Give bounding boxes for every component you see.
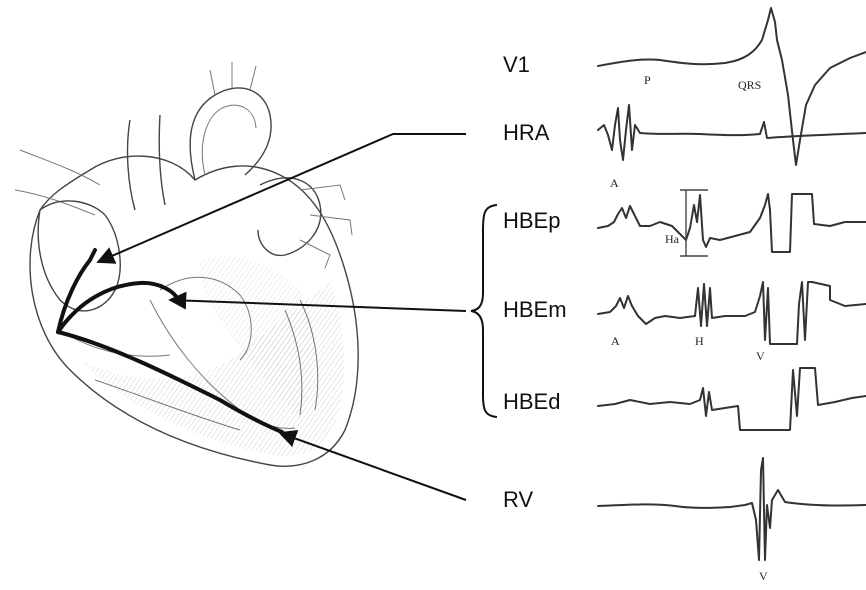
wave-label-v-rv: V xyxy=(759,569,768,583)
trace-hbem xyxy=(598,282,866,344)
hra-catheter xyxy=(58,250,95,332)
wave-label-qrs: QRS xyxy=(738,78,761,92)
his-catheter xyxy=(58,283,178,332)
heart-illustration xyxy=(15,62,358,466)
wave-label-v-hbem: V xyxy=(756,349,765,363)
trace-rv xyxy=(598,458,866,560)
wave-label-p: P xyxy=(644,73,651,87)
lead-label-hra: HRA xyxy=(503,120,550,145)
wave-label-a-hbem: A xyxy=(611,334,620,348)
lead-label-hbem: HBEm xyxy=(503,297,567,322)
lead-label-rv: RV xyxy=(503,487,533,512)
trace-hbep xyxy=(598,194,866,252)
ha-interval-bracket xyxy=(680,190,708,256)
trace-v1 xyxy=(598,8,866,165)
wave-label-ha: Ha xyxy=(665,232,680,246)
his-bundle-brace xyxy=(471,205,497,417)
wave-label-a-hra: A xyxy=(610,176,619,190)
lead-label-hbep: HBEp xyxy=(503,208,560,233)
wave-label-h-hbem: H xyxy=(695,334,704,348)
arrow-hra xyxy=(98,134,466,262)
trace-hra xyxy=(598,105,866,160)
lead-label-hbed: HBEd xyxy=(503,389,560,414)
ecg-traces xyxy=(598,8,866,560)
lead-label-v1: V1 xyxy=(503,52,530,77)
arrow-rv xyxy=(280,433,466,500)
trace-hbed xyxy=(598,368,866,430)
